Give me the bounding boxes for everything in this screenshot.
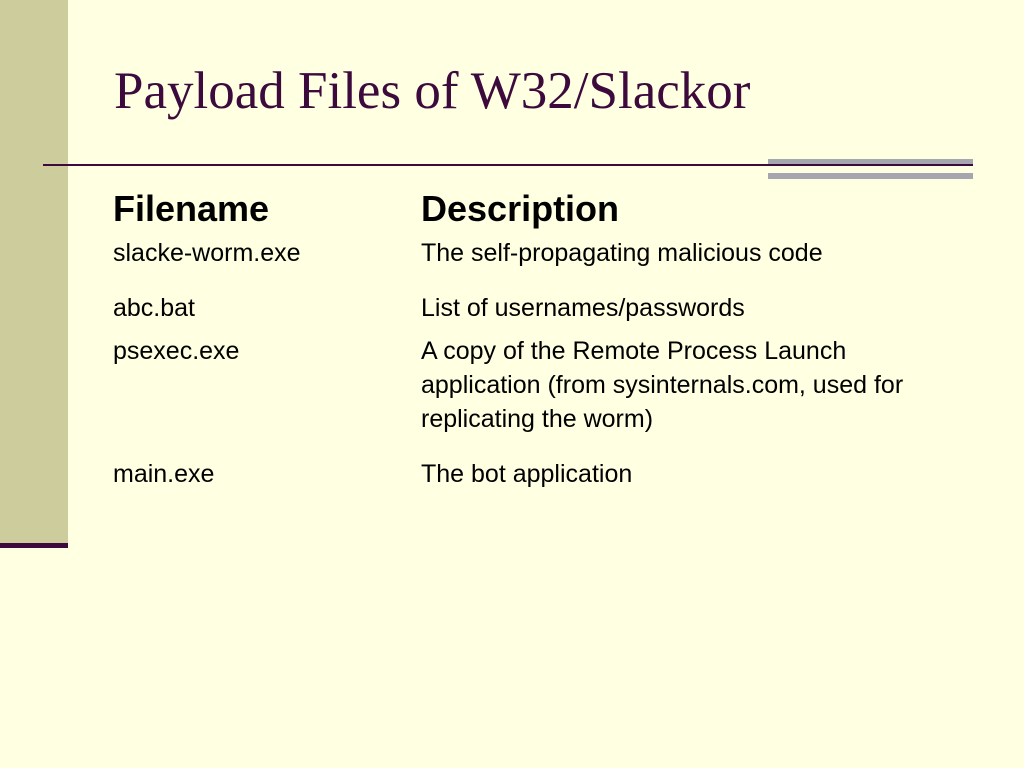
slide-title: Payload Files of W32/Slackor (114, 62, 751, 120)
filename-cell: psexec.exe (113, 337, 240, 365)
filename-cell: main.exe (113, 460, 215, 488)
title-divider (43, 164, 973, 166)
left-decorative-band (0, 0, 68, 543)
table-row: slacke-worm.exe The self-propagating mal… (113, 236, 943, 291)
table-row: abc.bat List of usernames/passwords (113, 291, 943, 334)
title-rule-accent-bottom (768, 173, 973, 179)
description-cell: A copy of the Remote Process Launch appl… (421, 337, 904, 433)
description-cell: The self-propagating malicious code (421, 239, 823, 267)
payload-files-table: Filename Description slacke-worm.exe The… (113, 188, 943, 497)
column-header-description: Description (421, 188, 620, 229)
table-row: psexec.exe A copy of the Remote Process … (113, 334, 943, 457)
left-accent-bar (0, 543, 68, 548)
title-rule-accent-top (768, 159, 973, 164)
table-header-row: Filename Description (113, 188, 943, 236)
column-header-filename: Filename (113, 188, 270, 229)
table-row: main.exe The bot application (113, 457, 943, 497)
filename-cell: slacke-worm.exe (113, 239, 301, 267)
filename-cell: abc.bat (113, 294, 196, 322)
description-cell: List of usernames/passwords (421, 294, 745, 322)
description-cell: The bot application (421, 460, 633, 488)
